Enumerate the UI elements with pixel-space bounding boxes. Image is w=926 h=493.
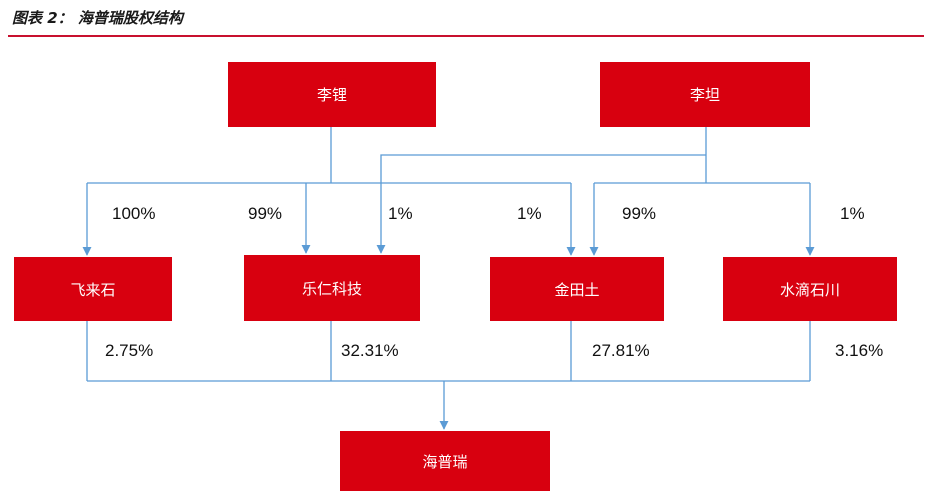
node-leren: 乐仁科技 xyxy=(244,255,420,321)
figure-title: 图表 2： 海普瑞股权结构 xyxy=(12,9,183,27)
edge-label-shuidishichuan-haipurui: 3.16% xyxy=(835,341,884,360)
edge-label-leren-haipurui: 32.31% xyxy=(341,341,399,360)
edge-label-litan-shuidishichuan: 1% xyxy=(840,204,865,223)
edge-label-jintiantu-haipurui: 27.81% xyxy=(592,341,650,360)
edge-label-litan-jintiantu: 99% xyxy=(622,204,657,223)
edge-label-feilaishi-haipurui: 2.75% xyxy=(105,341,154,360)
edge-label-lili-leren: 99% xyxy=(248,204,283,223)
node-li-li: 李锂 xyxy=(228,62,436,127)
node-jintiantu: 金田土 xyxy=(490,257,664,321)
title-divider xyxy=(8,35,924,37)
node-shuidishichuan: 水滴石川 xyxy=(723,257,897,321)
node-haipurui: 海普瑞 xyxy=(340,431,550,491)
edge-litan-leren xyxy=(376,154,706,254)
edge-label-lili-feilaishi: 100% xyxy=(112,204,156,223)
node-feilaishi: 飞来石 xyxy=(14,257,172,321)
edge-label-litan-leren: 1% xyxy=(388,204,413,223)
edge-label-lili-jintiantu: 1% xyxy=(517,204,542,223)
node-li-tan: 李坦 xyxy=(600,62,810,127)
